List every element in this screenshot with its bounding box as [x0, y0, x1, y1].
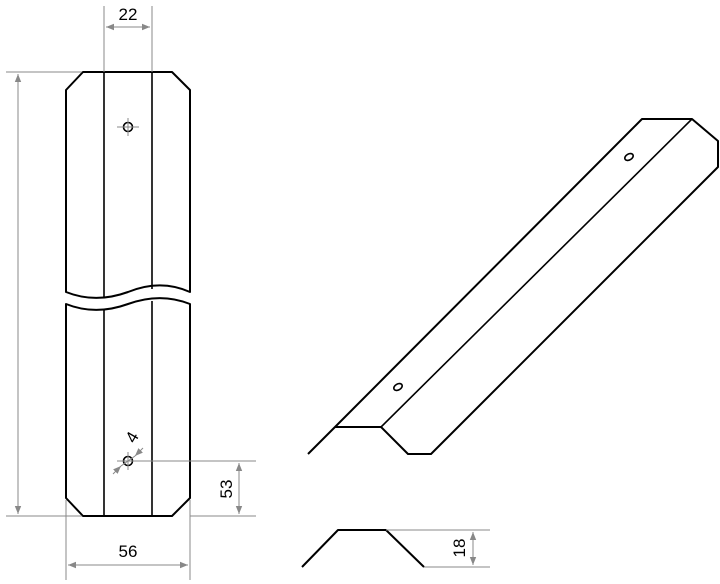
- top-width-dimension: 22: [103, 5, 153, 72]
- hole-offset-dimension: 53: [132, 460, 256, 517]
- isometric-view: [307, 118, 719, 455]
- isometric-hole-top: [624, 152, 634, 162]
- isometric-ridge-right: [380, 118, 693, 428]
- profile-height-label: 18: [450, 539, 469, 558]
- profile-outline: [301, 529, 425, 568]
- front-view: [65, 71, 191, 517]
- mounting-hole-top: [117, 118, 139, 136]
- isometric-outline: [307, 118, 719, 455]
- bottom-width-dimension: 56: [65, 500, 191, 580]
- top-width-label: 22: [119, 5, 138, 24]
- front-view-upper-outline: [65, 71, 191, 299]
- profile-height-dimension: 18: [386, 529, 490, 568]
- bottom-width-label: 56: [119, 542, 138, 561]
- isometric-hole-bottom: [393, 382, 403, 392]
- front-view-lower-outline: [65, 297, 191, 517]
- profile-view: [301, 529, 425, 568]
- hole-diameter-label: 4: [122, 428, 143, 446]
- hole-offset-label: 53: [217, 480, 236, 499]
- overall-height-dimension: [6, 71, 82, 517]
